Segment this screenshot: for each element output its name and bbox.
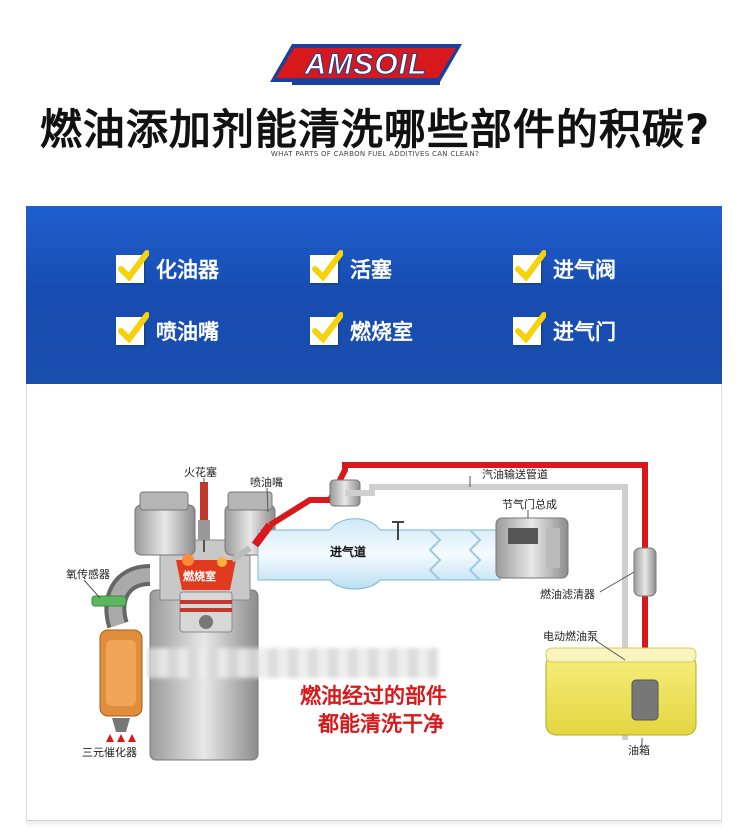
- checklist-item: 化油器: [116, 249, 219, 289]
- checklist-item: 进气阀: [513, 249, 616, 289]
- frame-shadow: [26, 820, 722, 828]
- message-line-2: 都能清洗干净: [318, 712, 444, 736]
- check-icon: [513, 250, 546, 283]
- check-icon: [116, 250, 149, 283]
- page-title: 燃油添加剂能清洗哪些部件的积碳?: [39, 105, 711, 154]
- label-spark-plug: 火花塞: [184, 465, 217, 479]
- engine-diagram-frame: [26, 384, 722, 821]
- checklist-item: 活塞: [310, 249, 392, 289]
- check-icon: [310, 250, 343, 283]
- fuel-tank-icon: [545, 647, 697, 736]
- check-icon: [513, 312, 546, 345]
- throttle-body-icon: [495, 517, 569, 579]
- checklist-label: 燃烧室: [350, 320, 413, 344]
- label-fuel-pump: 电动燃油泵: [543, 629, 598, 643]
- return-line: [345, 484, 628, 740]
- label-fuel-filter: 燃油滤清器: [540, 587, 595, 601]
- checklist-label: 进气阀: [553, 258, 616, 282]
- checklist-item: 进气门: [513, 311, 616, 351]
- spark-plug-icon: [198, 482, 210, 552]
- catalytic-converter-icon: [99, 629, 143, 742]
- checklist-item: 燃烧室: [310, 311, 413, 351]
- label-fuel-tank: 油箱: [628, 743, 650, 757]
- check-icon: [310, 312, 343, 345]
- checklist-label: 进气门: [553, 320, 616, 344]
- checklist-item: 喷油嘴: [116, 311, 219, 351]
- checklist-label: 活塞: [350, 258, 392, 282]
- label-injector: 喷油嘴: [250, 475, 283, 489]
- exhaust-pipe: [104, 564, 151, 629]
- oxygen-sensor-icon: [91, 595, 127, 607]
- checklist-label: 喷油嘴: [156, 320, 219, 344]
- label-throttle: 节气门总成: [502, 497, 557, 511]
- blurred-text-overlay: [148, 648, 438, 678]
- label-oxygen-sensor: 氧传感器: [66, 567, 110, 581]
- label-intake: 进气道: [330, 544, 366, 559]
- check-icon: [116, 312, 149, 345]
- logo-text: AMSOIL: [304, 48, 428, 81]
- label-combustion: 燃烧室: [182, 569, 216, 583]
- leader-lines: [83, 476, 643, 745]
- amsoil-logo: AMSOIL: [270, 44, 462, 85]
- fuel-injector-icon: [230, 522, 274, 563]
- page-subtitle: WHAT PARTS OF CARBON FUEL ADDITIVES CAN …: [270, 150, 480, 158]
- label-catalytic: 三元催化器: [82, 745, 137, 759]
- checklist-label: 化油器: [156, 258, 219, 282]
- combustion-chamber: [176, 554, 236, 590]
- checklist-panel: 化油器 活塞 进气阀 喷油嘴 燃烧室 进气门: [26, 206, 722, 384]
- label-fuel-line: 汽油输送管道: [482, 467, 548, 481]
- intake-duct: [257, 518, 501, 590]
- message-line-1: 燃油经过的部件: [300, 684, 447, 708]
- fuel-filter-icon: [633, 547, 657, 597]
- piston: [179, 591, 233, 633]
